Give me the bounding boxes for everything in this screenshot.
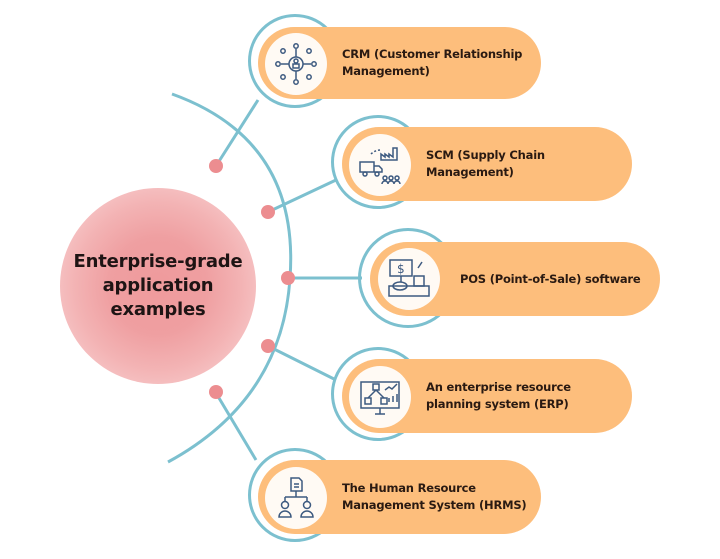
connector-dot [209, 385, 223, 399]
connector-dot [209, 159, 223, 173]
monitor-flow-chart-icon [349, 366, 411, 428]
item-label: The Human Resource Management System (HR… [342, 481, 527, 512]
connector-dot [261, 339, 275, 353]
cash-register-icon: $ [378, 248, 440, 310]
item-label: An enterprise resource planning system (… [426, 380, 571, 411]
network-user-icon [265, 33, 327, 95]
center-hub: Enterprise-grade application examples [60, 188, 256, 384]
hub-title: Enterprise-grade application examples [73, 251, 243, 320]
org-chart-people-icon [265, 467, 327, 529]
svg-text:$: $ [397, 262, 405, 276]
connector-dot [281, 271, 295, 285]
item-label: POS (Point-of-Sale) software [460, 271, 641, 286]
item-label: SCM (Supply Chain Management) [426, 148, 545, 179]
truck-factory-icon [349, 134, 411, 196]
item-label: CRM (Customer Relationship Management) [342, 47, 523, 78]
connector-dot [261, 205, 275, 219]
